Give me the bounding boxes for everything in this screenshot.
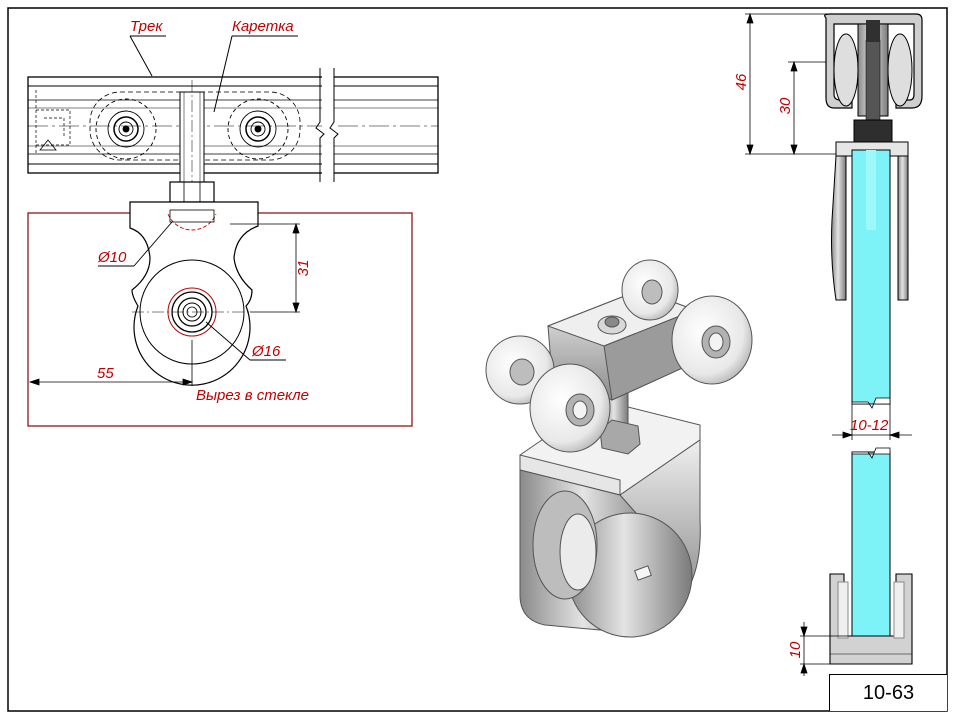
diameter-leaders (98, 221, 286, 361)
label-carriage: Каретка (232, 18, 294, 35)
drawing-number: 10-63 (862, 681, 915, 704)
label-track: Трек (130, 18, 163, 35)
dimension-10-12 (832, 404, 912, 440)
dimension-10 (800, 622, 850, 676)
drawing-number-block: 10-63 (829, 674, 947, 711)
roller-right (227, 98, 289, 160)
label-dim46: 46 (733, 73, 750, 90)
bracket-section (831, 141, 909, 409)
callout-leaders (129, 35, 298, 113)
label-glass-cutout: Вырез в стекле (196, 387, 309, 404)
track-plan-view (27, 68, 439, 300)
floor-guide-section (829, 447, 913, 665)
label-diam10: Ø10 (97, 249, 127, 266)
dimension-31 (230, 222, 300, 314)
roller-left (95, 98, 157, 160)
label-diam16: Ø16 (251, 343, 281, 360)
label-dim10: 10 (787, 641, 804, 658)
rail-profile-section (824, 13, 923, 143)
label-dim30: 30 (777, 97, 794, 114)
label-dim10-12: 10-12 (850, 417, 889, 434)
dimension-55 (28, 340, 194, 386)
label-dim55: 55 (97, 365, 114, 382)
sheet-border (7, 7, 948, 712)
label-dim31: 31 (295, 260, 312, 277)
dimension-46-30 (745, 12, 836, 156)
carriage-isometric-view (485, 259, 753, 638)
